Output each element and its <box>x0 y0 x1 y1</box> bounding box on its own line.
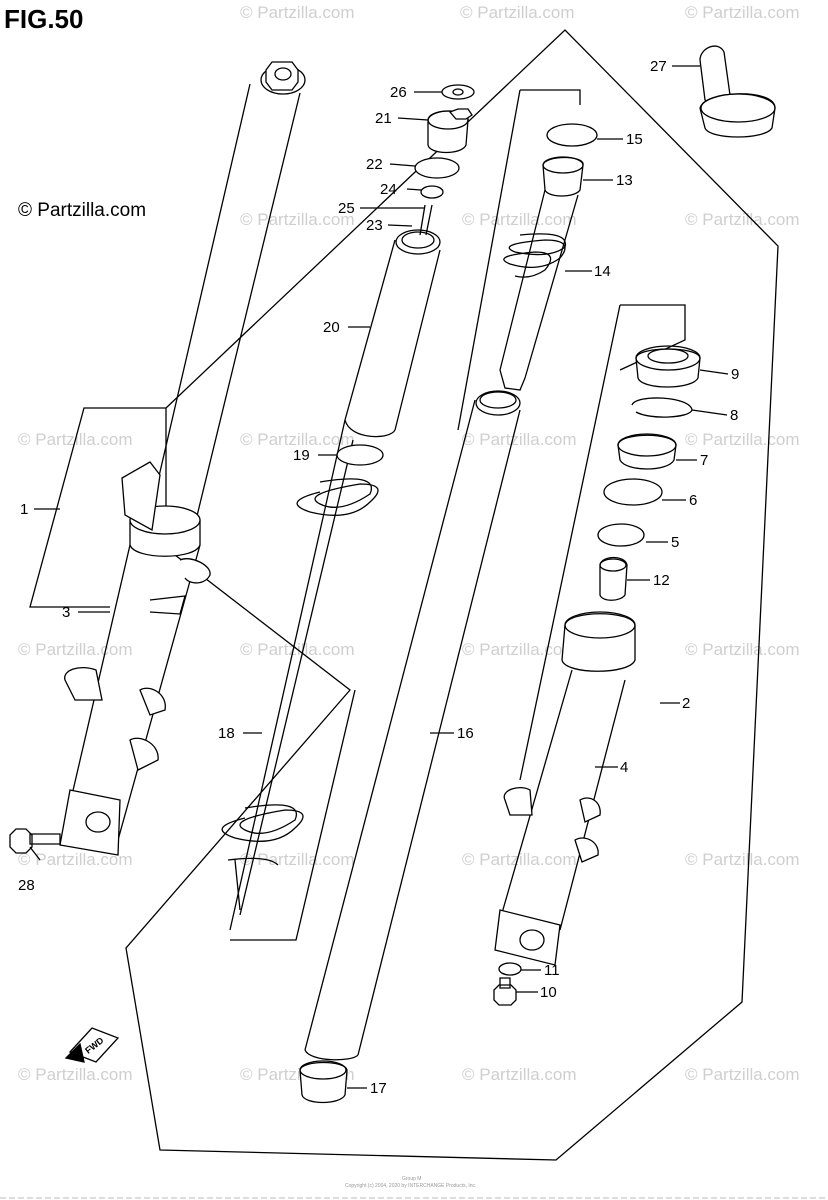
watermark: © Partzilla.com <box>18 850 133 869</box>
right-outer-tube <box>495 612 635 965</box>
watermark: © Partzilla.com <box>18 1065 133 1084</box>
callout-19: 19 <box>293 447 310 464</box>
callout-26: 26 <box>390 84 407 101</box>
callout-23: 23 <box>366 217 383 234</box>
watermark: © Partzilla.com <box>460 3 575 22</box>
callout-10: 10 <box>540 984 557 1001</box>
spring-14 <box>504 234 566 277</box>
ring-19 <box>337 445 383 465</box>
washer-26 <box>442 85 474 99</box>
callout-13: 13 <box>616 172 633 189</box>
watermark: © Partzilla.com <box>240 3 355 22</box>
callout-8: 8 <box>730 407 738 424</box>
figure-title: FIG.50 <box>4 4 84 34</box>
callout-9: 9 <box>731 366 739 383</box>
cover-27 <box>700 46 775 137</box>
callout-11: 11 <box>544 962 560 979</box>
watermark: © Partzilla.com <box>462 640 577 659</box>
callout-27: 27 <box>650 58 667 75</box>
bracket-2-side <box>520 305 620 780</box>
watermark: © Partzilla.com <box>685 850 800 869</box>
damper-13 <box>500 157 583 390</box>
callout-24: 24 <box>380 181 397 198</box>
watermark: © Partzilla.com <box>685 210 800 229</box>
callout-6: 6 <box>689 492 697 509</box>
gasket-11 <box>499 963 521 975</box>
callout-28: 28 <box>18 877 35 894</box>
watermark: © Partzilla.com <box>685 1065 800 1084</box>
callout-2: 2 <box>682 695 690 712</box>
callouts: 1 2 3 4 5 6 7 8 9 10 11 12 13 14 15 16 1… <box>18 58 739 1097</box>
footer-line-1: Group M <box>402 1176 421 1182</box>
watermark: © Partzilla.com <box>685 640 800 659</box>
callout-14: 14 <box>594 263 611 280</box>
washer-26-hole <box>453 89 463 95</box>
watermark: © Partzilla.com <box>685 3 800 22</box>
callout-12: 12 <box>653 572 670 589</box>
oring-24 <box>421 186 443 198</box>
damper-rod-18 <box>222 420 378 940</box>
group-outline-16 <box>520 90 580 105</box>
left-outer-tube <box>60 462 210 855</box>
callout-16: 16 <box>457 725 474 742</box>
callout-7: 7 <box>700 452 708 469</box>
callout-20: 20 <box>323 319 340 336</box>
watermark: © Partzilla.com <box>462 430 577 449</box>
watermark: © Partzilla.com <box>462 1065 577 1084</box>
seal-6 <box>604 479 662 505</box>
watermark: © Partzilla.com <box>685 430 800 449</box>
seal-9 <box>636 346 700 387</box>
callout-1: 1 <box>20 501 28 518</box>
callout-3: 3 <box>62 604 70 621</box>
callout-15: 15 <box>626 131 643 148</box>
callout-17: 17 <box>370 1080 387 1097</box>
callout-18: 18 <box>218 725 235 742</box>
callout-25: 25 <box>338 200 355 217</box>
bracket-1-3 <box>30 408 166 607</box>
bolt-28 <box>10 829 60 853</box>
cap-21 <box>428 109 472 153</box>
piece-12 <box>600 558 627 601</box>
watermark: © Partzilla.com <box>240 430 355 449</box>
bush-17 <box>300 1061 347 1103</box>
washer-7 <box>618 434 676 469</box>
assembly-outline <box>126 30 778 1160</box>
watermark: © Partzilla.com <box>462 850 577 869</box>
leader-lines <box>30 66 728 1088</box>
left-inner-tube <box>150 62 305 520</box>
bolt-10 <box>494 978 516 1005</box>
oring-22 <box>415 158 459 178</box>
oring-15 <box>547 124 597 146</box>
bush-5 <box>598 524 644 546</box>
cylinder-20 <box>345 205 440 437</box>
watermark: © Partzilla.com <box>240 850 355 869</box>
watermark: © Partzilla.com <box>462 210 577 229</box>
outer-tube-16 <box>305 391 520 1060</box>
footer-line-2: Copyright (c) 2004, 2020 by INTERCHANGE … <box>345 1183 476 1189</box>
callout-4: 4 <box>620 759 628 776</box>
brand-label: © Partzilla.com <box>18 200 147 221</box>
watermark: © Partzilla.com <box>18 640 133 659</box>
callout-21: 21 <box>375 110 392 127</box>
callout-5: 5 <box>671 534 679 551</box>
clip-8 <box>632 398 692 417</box>
fwd-arrow-icon <box>66 1028 118 1062</box>
callout-22: 22 <box>366 156 383 173</box>
